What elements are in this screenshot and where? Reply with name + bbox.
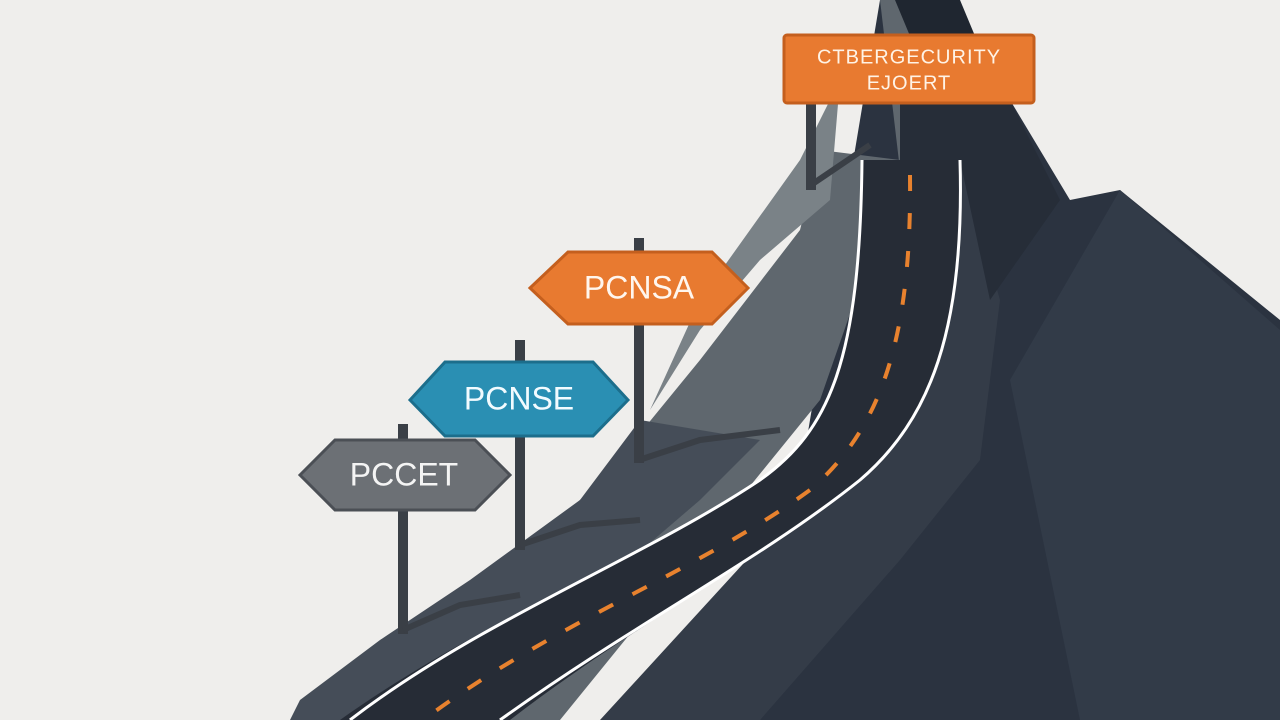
sign-pcnsa-label: PCNSA <box>584 269 695 305</box>
sign-pcnse-pole <box>515 340 525 550</box>
rectangular-sign-icon <box>782 33 1036 105</box>
sign-pcnse-label: PCNSE <box>464 380 574 416</box>
sign-pcnse: PCNSE <box>407 340 641 550</box>
road-surface <box>340 160 961 720</box>
sign-expert-ledge <box>809 142 872 188</box>
sign-pccet-base <box>401 592 521 633</box>
sign-pcnsa: PCNSA <box>527 238 781 463</box>
road <box>340 159 962 720</box>
sign-pccet: PCCET <box>297 424 521 634</box>
mountain-lower-left <box>290 420 760 720</box>
sign-pcnse-base <box>519 517 641 548</box>
arrow-sign-icon <box>407 360 631 438</box>
sign-expert-line1: CTBERGECURITY <box>817 46 1001 68</box>
road-edge-left <box>349 159 864 720</box>
road-center-dashes <box>428 174 913 717</box>
sign-expert: CTBERGECURITY EJOERT <box>782 33 1036 190</box>
arrow-sign-icon <box>527 250 751 326</box>
sign-expert-line2: EJOERT <box>867 72 952 94</box>
sign-pcnsa-pole <box>634 238 644 463</box>
mountain-right-ridge <box>1010 190 1280 720</box>
sign-pccet-pole <box>398 424 408 634</box>
arrow-sign-icon <box>297 438 513 512</box>
sign-pcnsa-base <box>638 427 781 463</box>
mountain-upper-shade <box>900 100 1060 300</box>
sign-expert-pole <box>806 100 816 190</box>
sign-pccet-label: PCCET <box>350 456 458 492</box>
road-edge-right <box>499 159 962 720</box>
